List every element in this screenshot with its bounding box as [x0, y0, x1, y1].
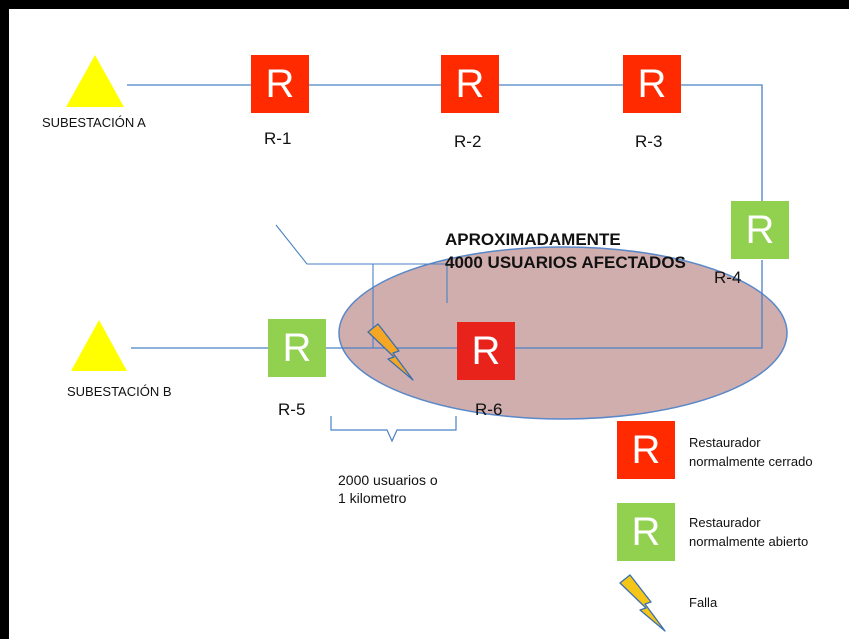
legend-open-line-1: Restaurador: [689, 515, 761, 530]
recloser-r2-label: R-2: [454, 132, 482, 151]
recloser-r4[interactable]: R: [731, 201, 789, 259]
affected-users-label: APROXIMADAMENTE 4000 USUARIOS AFECTADOS: [445, 228, 686, 274]
feeder-a-wire: [127, 84, 763, 203]
recloser-r1-label: R-1: [264, 129, 292, 148]
segment-note-line-1: 2000 usuarios o: [338, 472, 438, 488]
affected-line-2: 4000 USUARIOS AFECTADOS: [445, 253, 686, 272]
legend-open-text: Restaurador normalmente abierto: [689, 513, 808, 551]
legend-closed-recloser-icon: R: [617, 421, 675, 479]
legend-closed-line-1: Restaurador: [689, 435, 761, 450]
legend-closed-line-2: normalmente cerrado: [689, 454, 813, 469]
recloser-r6-label: R-6: [475, 400, 503, 419]
network-drawing: [66, 55, 788, 632]
recloser-r3-label: R-3: [635, 132, 663, 151]
recloser-r2[interactable]: R: [441, 55, 499, 113]
recloser-r6[interactable]: R: [457, 322, 515, 380]
tie-wire: [514, 260, 763, 349]
segment-note: 2000 usuarios o 1 kilometro: [338, 471, 438, 507]
substation-a-icon: [66, 55, 124, 107]
diagram-canvas: SUBESTACIÓN A SUBESTACIÓN B R R-1 R R-2 …: [9, 9, 849, 639]
recloser-r4-label: R-4: [714, 268, 742, 287]
recloser-r3[interactable]: R: [623, 55, 681, 113]
lateral-branch-a: [275, 224, 448, 303]
legend-lightning-icon: [619, 574, 666, 632]
fault-lightning-icon: [367, 323, 414, 381]
affected-line-1: APROXIMADAMENTE: [445, 230, 621, 249]
legend-open-recloser-icon: R: [617, 503, 675, 561]
legend-fault-label: Falla: [689, 595, 718, 610]
recloser-r1[interactable]: R: [251, 55, 309, 113]
substation-b-label: SUBESTACIÓN B: [67, 384, 172, 399]
legend-closed-text: Restaurador normalmente cerrado: [689, 433, 813, 471]
segment-bracket: [330, 416, 457, 443]
legend-open-line-2: normalmente abierto: [689, 534, 809, 549]
recloser-r5[interactable]: R: [268, 319, 326, 377]
substation-a-label: SUBESTACIÓN A: [42, 115, 146, 130]
affected-zone-ellipse: [338, 246, 788, 420]
substation-b-icon: [71, 320, 127, 371]
segment-note-line-2: 1 kilometro: [338, 490, 407, 506]
recloser-r5-label: R-5: [278, 400, 306, 419]
